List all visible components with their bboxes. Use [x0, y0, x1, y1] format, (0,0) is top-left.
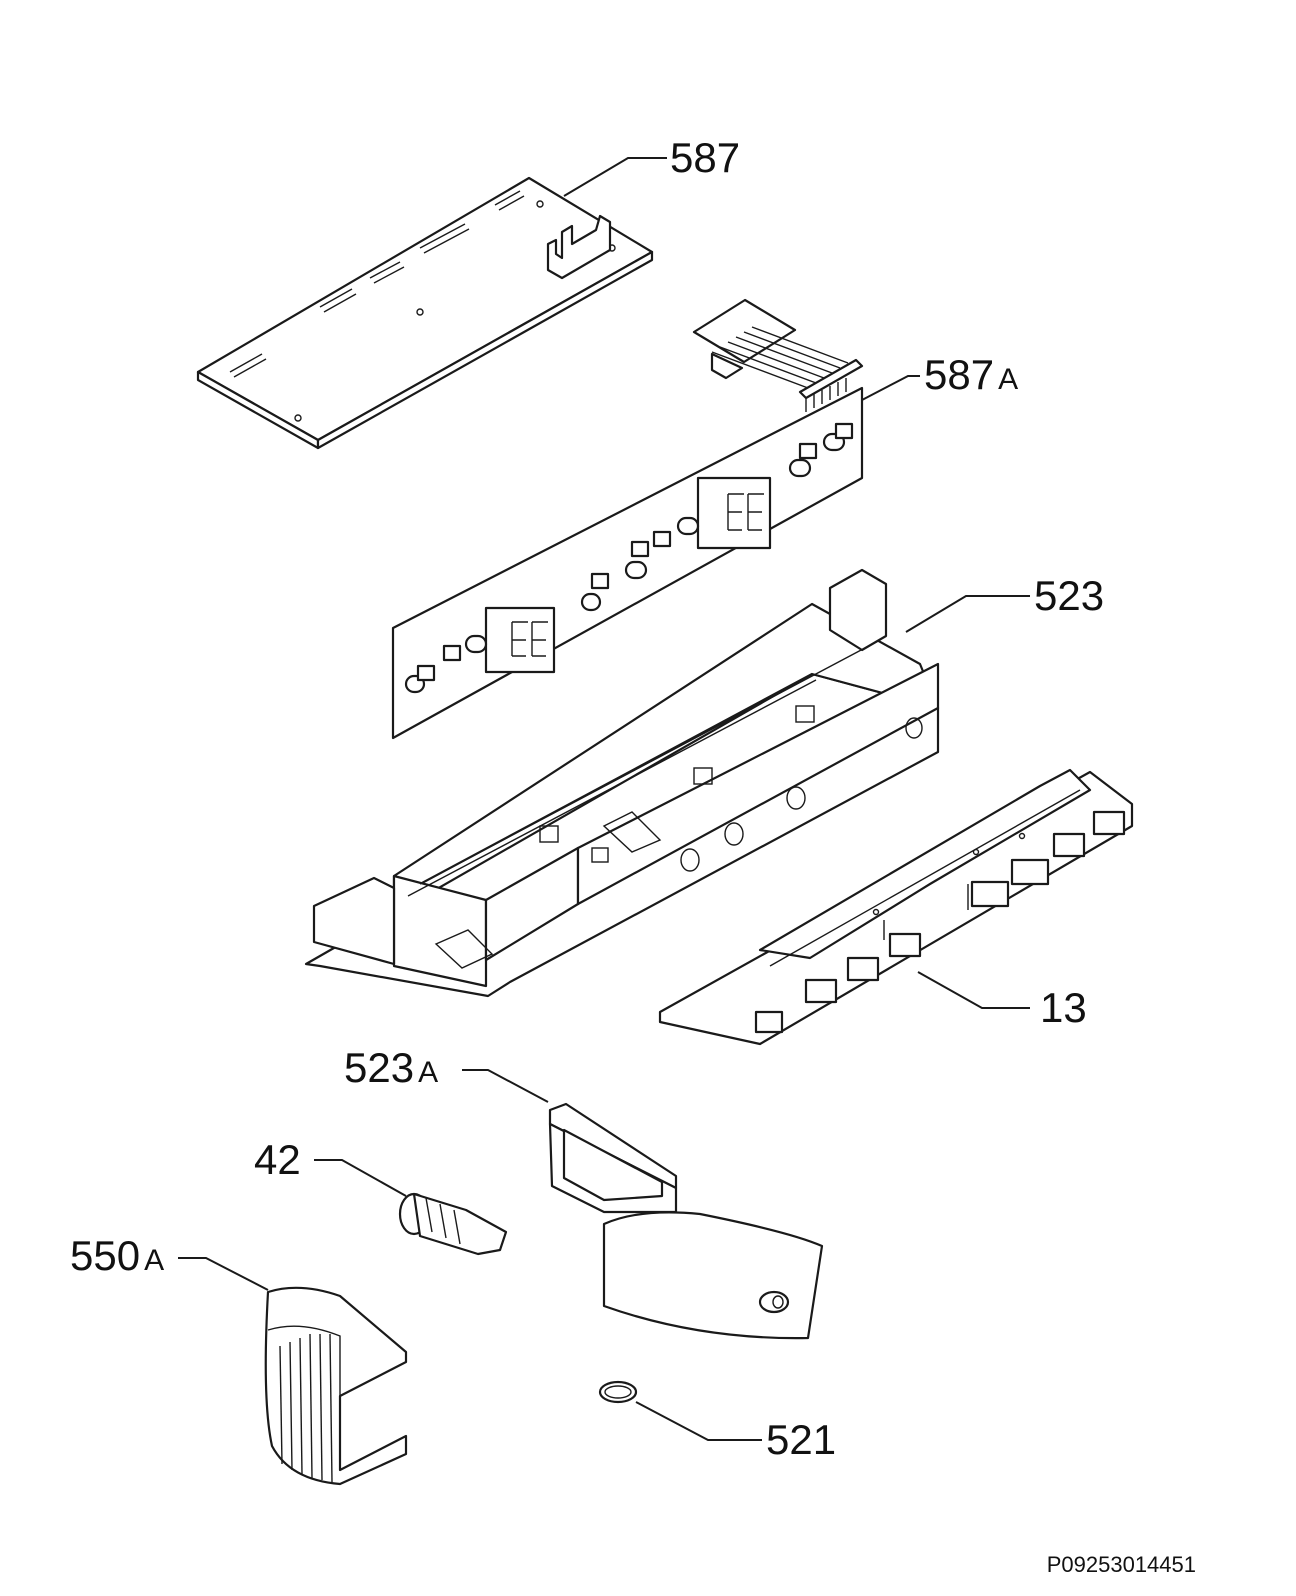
label-523: 523: [1034, 572, 1104, 619]
label-13: 13: [1040, 984, 1087, 1031]
leader-42: [314, 1159, 407, 1197]
reference-code: P09253014451: [1047, 1552, 1196, 1577]
leader-523: [905, 595, 1030, 633]
leader-587: [563, 157, 667, 197]
leader-lines: [178, 157, 1030, 1441]
part-521-o-ring: [598, 1380, 638, 1404]
leader-523a: [462, 1069, 549, 1103]
part-13-bracket: [658, 768, 1134, 1046]
leader-13: [917, 971, 1030, 1009]
part-587-control-board: [196, 176, 654, 450]
part-523-housing: [304, 568, 940, 998]
label-42: 42: [254, 1136, 301, 1183]
leader-521: [635, 1401, 762, 1441]
part-523a-front-cover: [548, 1102, 824, 1340]
label-521: 521: [766, 1416, 836, 1463]
part-42-plug: [398, 1192, 508, 1256]
part-550a-end-cap: [264, 1286, 408, 1486]
leader-587a: [861, 375, 920, 401]
leader-550a: [178, 1257, 269, 1291]
label-587: 587: [670, 134, 740, 181]
part-587a-display-board: [391, 298, 864, 740]
